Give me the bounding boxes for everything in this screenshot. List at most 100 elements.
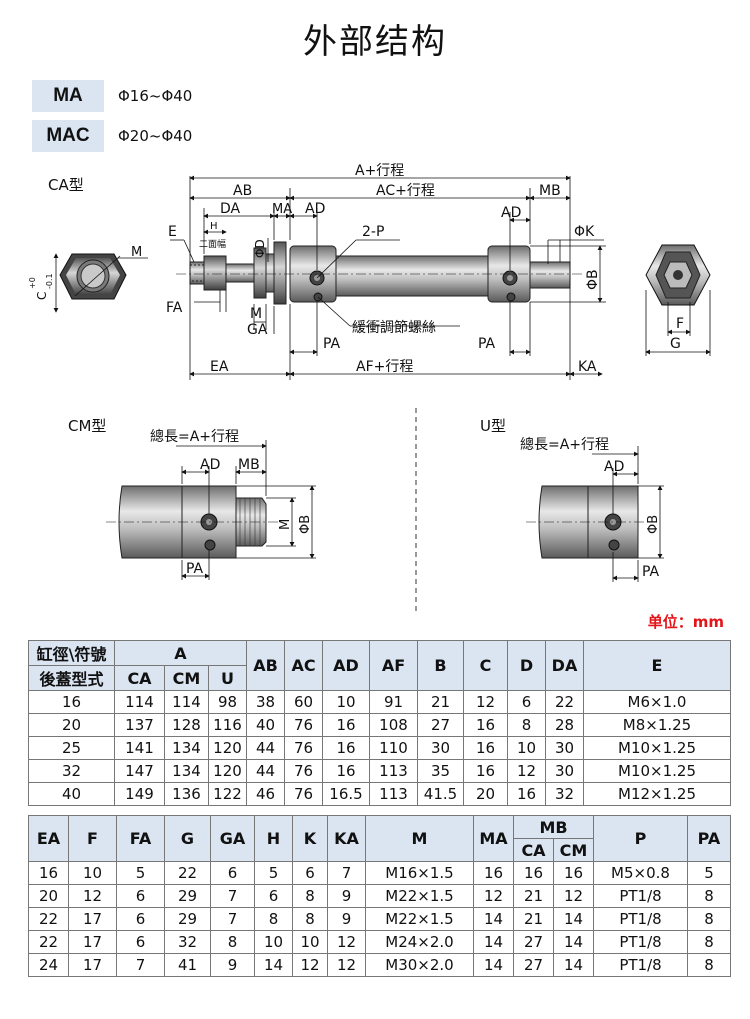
table-cell: 16 [463, 759, 508, 783]
model-range-ma: Φ16~Φ40 [118, 87, 193, 105]
table-cell: 21 [513, 907, 554, 931]
table-cell: 27 [513, 953, 554, 977]
table-cell: 16.5 [322, 782, 370, 806]
table-cell: 41.5 [417, 782, 464, 806]
table-cell: 16 [322, 759, 370, 783]
table-cell: 10 [322, 690, 370, 714]
table-cell: M22×1.5 [365, 884, 474, 908]
dim-da: DA [220, 201, 241, 217]
header-mb-ca: CA [513, 838, 554, 862]
table-cell: 113 [369, 759, 418, 783]
table-cell: 16 [463, 736, 508, 760]
header-a-ca: CA [114, 665, 165, 691]
table-cell: 10 [292, 930, 328, 954]
table-cell: 7 [210, 884, 255, 908]
header-ka: KA [327, 815, 366, 862]
header-ac: AC [284, 640, 323, 691]
table-cell: 6 [116, 930, 165, 954]
header-ad: AD [322, 640, 370, 691]
table-cell: 25 [28, 736, 115, 760]
cylinder-drawing: CA型 M C +0 -0.1 [28, 163, 711, 612]
header-m: M [365, 815, 474, 862]
table-cell: 122 [208, 782, 247, 806]
dim-fa: FA [166, 300, 183, 316]
cm-dim-ad: AD [200, 457, 220, 473]
table-cell: 120 [208, 736, 247, 760]
table-cell: 46 [246, 782, 285, 806]
header-d: D [507, 640, 546, 691]
table-cell: 9 [327, 884, 366, 908]
cm-dim-mb: MB [238, 457, 260, 473]
header-mb: MB [513, 815, 594, 839]
dim-h: H [210, 221, 218, 232]
dim-pa-front: PA [323, 336, 341, 352]
table-cell: 9 [327, 907, 366, 931]
header-g: G [164, 815, 211, 862]
dim-a-stroke: A+行程 [355, 163, 404, 179]
cm-type-label: CM型 [68, 417, 106, 435]
table-cell: 136 [164, 782, 209, 806]
table-cell: 7 [210, 907, 255, 931]
table-cell: 16 [28, 861, 69, 885]
table-cell: 108 [369, 713, 418, 737]
dim-c-tol-minus: -0.1 [45, 273, 54, 289]
table-cell: 10 [68, 861, 117, 885]
table-cell: 20 [28, 713, 115, 737]
table-cell: 30 [545, 759, 584, 783]
table-cell: 30 [417, 736, 464, 760]
table-cell: 17 [68, 907, 117, 931]
table-cell: 16 [553, 861, 594, 885]
table-cell: 120 [208, 759, 247, 783]
table-cell: 76 [284, 782, 323, 806]
dim-g: G [670, 336, 681, 352]
unit-label: 单位：mm [647, 613, 724, 631]
header-ea: EA [28, 815, 69, 862]
table-cell: 110 [369, 736, 418, 760]
dim-e: E [168, 224, 177, 240]
table-cell: M10×1.25 [583, 759, 731, 783]
header-k: K [292, 815, 328, 862]
table-cell: 41 [164, 953, 211, 977]
model-range-mac: Φ20~Φ40 [118, 127, 193, 145]
header-fa: FA [116, 815, 165, 862]
table-cell: 10 [254, 930, 293, 954]
header-cover-type: 後蓋型式 [28, 665, 115, 691]
model-tag-mac: MAC [32, 120, 104, 152]
table-cell: 8 [507, 713, 546, 737]
table-cell: 5 [254, 861, 293, 885]
table-cell: 6 [210, 861, 255, 885]
table-cell: 114 [114, 690, 165, 714]
front-hex-view [59, 253, 148, 300]
table-cell: 6 [116, 907, 165, 931]
table-cell: PT1/8 [593, 907, 688, 931]
dim-ab: AB [233, 183, 252, 199]
dim-ac-stroke: AC+行程 [376, 183, 435, 199]
table-cell: 22 [28, 930, 69, 954]
table-cell: M24×2.0 [365, 930, 474, 954]
header-da: DA [545, 640, 584, 691]
u-dim-pa: PA [642, 564, 660, 580]
table-cell: M8×1.25 [583, 713, 731, 737]
table-cell: 27 [417, 713, 464, 737]
table-cell: 12 [68, 884, 117, 908]
table-cell: 16 [507, 782, 546, 806]
table-cell: 7 [116, 953, 165, 977]
table-cell: 24 [28, 953, 69, 977]
table-cell: 30 [545, 736, 584, 760]
table-cell: 22 [545, 690, 584, 714]
table-cell: 32 [28, 759, 115, 783]
table-cell: 22 [28, 907, 69, 931]
table-cell: 6 [292, 861, 328, 885]
header-h: H [254, 815, 293, 862]
table-cell: 8 [687, 930, 731, 954]
table-cell: 14 [553, 907, 594, 931]
dim-m-front: M [131, 245, 142, 260]
table-cell: 7 [327, 861, 366, 885]
table-cell: 8 [292, 884, 328, 908]
table-cell: 12 [292, 953, 328, 977]
dim-c-tol-plus: +0 [28, 277, 37, 289]
table-cell: 147 [114, 759, 165, 783]
